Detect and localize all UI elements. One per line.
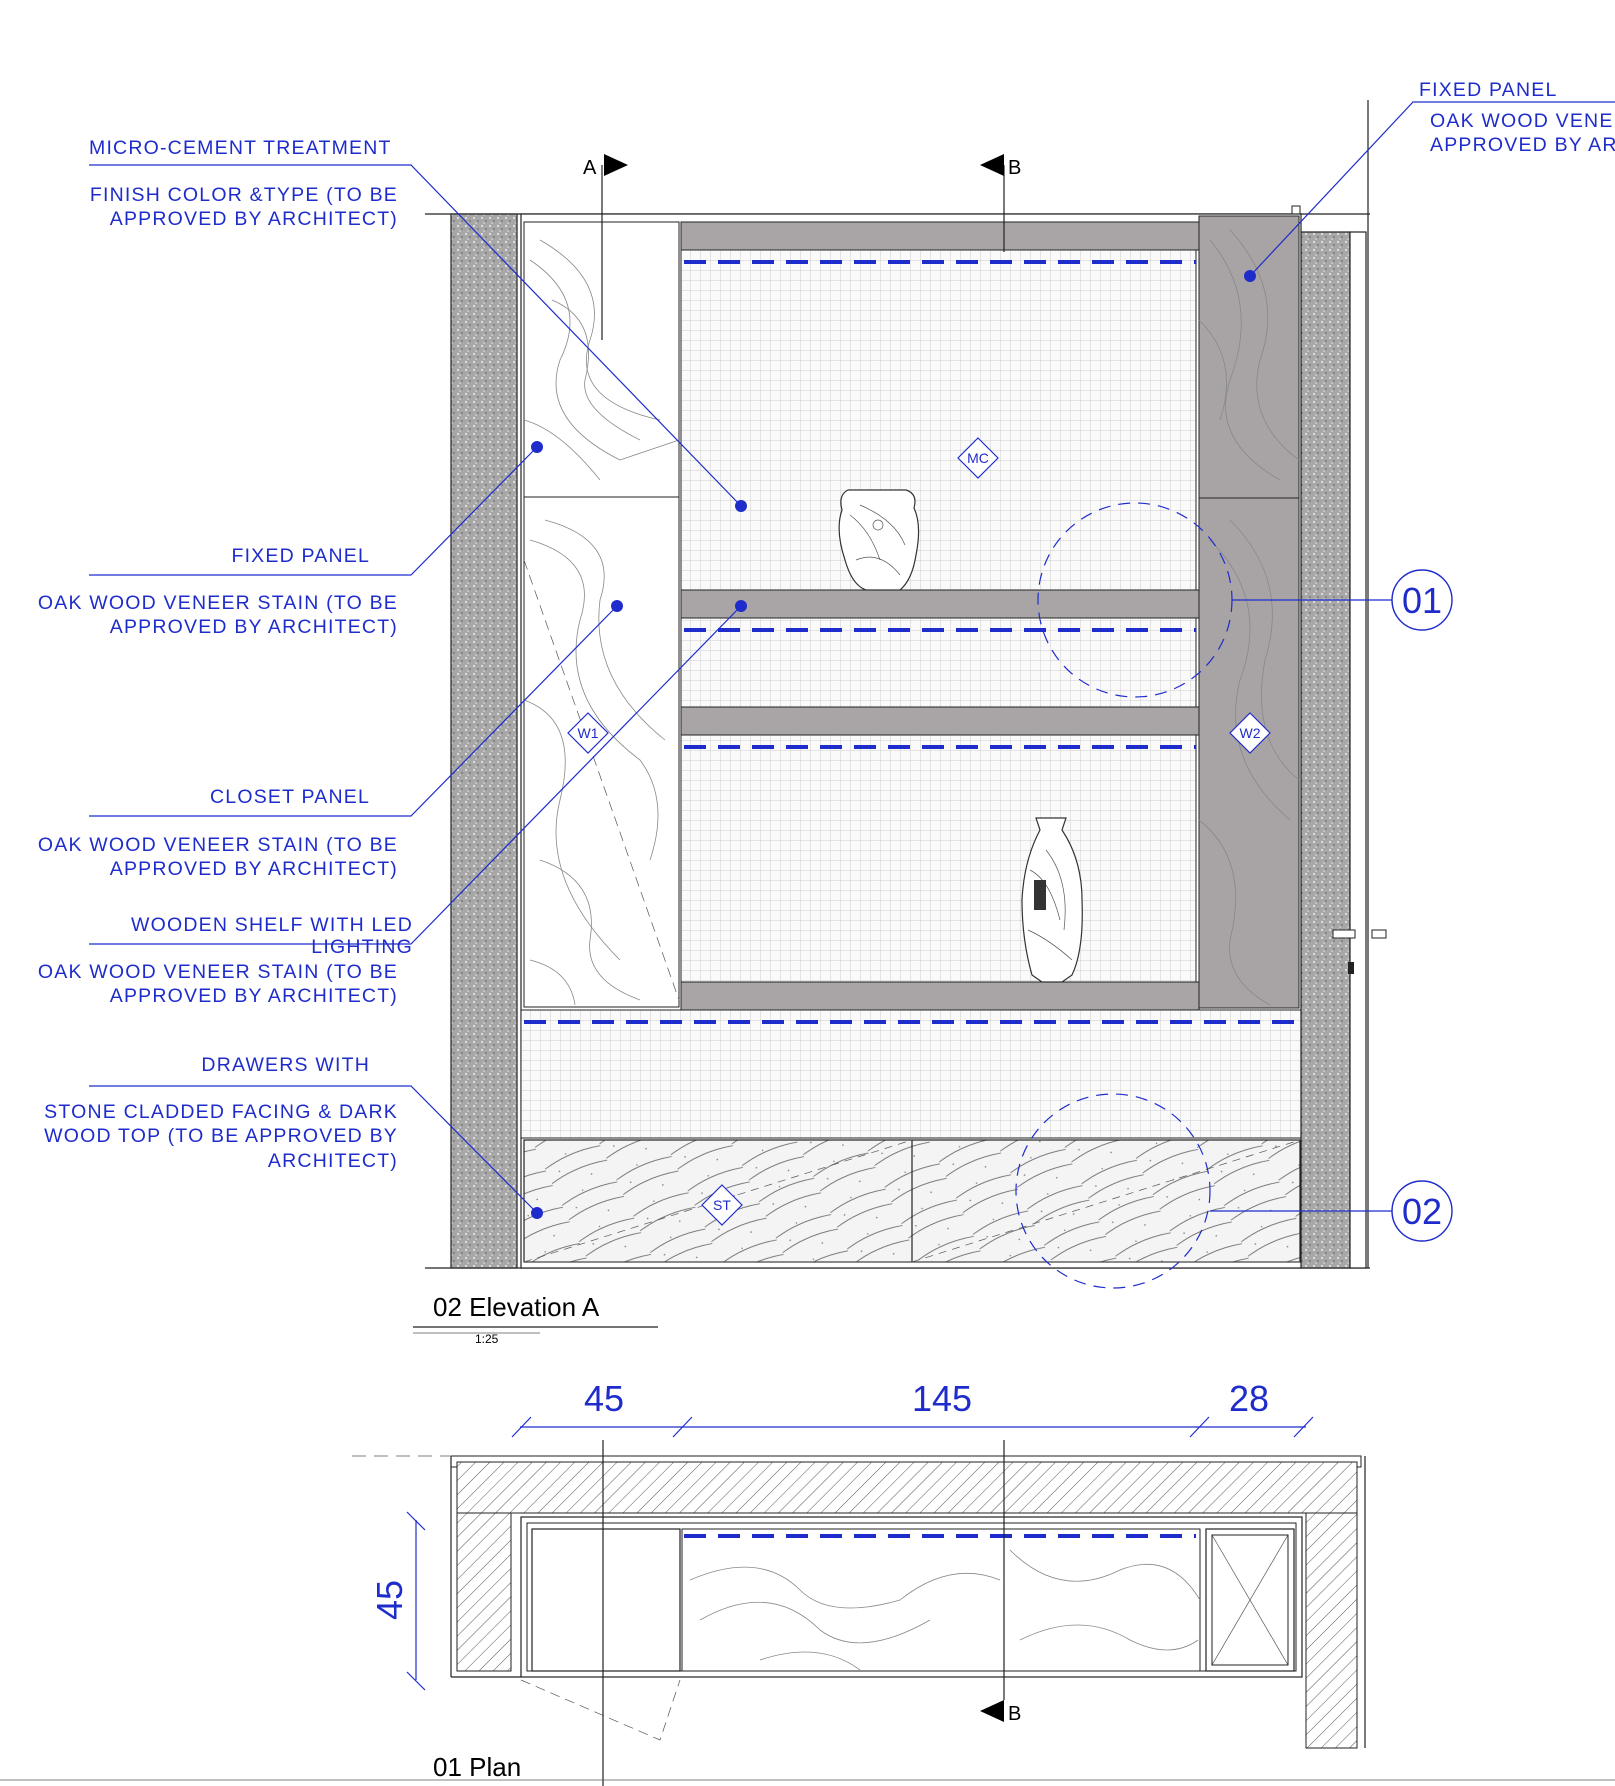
elevation-title: 02 Elevation A — [433, 1292, 600, 1322]
svg-text:FIXED PANEL: FIXED PANEL — [231, 545, 370, 567]
svg-text:MC: MC — [967, 450, 989, 466]
annotation-fixed-panel-left: FIXED PANEL OAK WOOD VENEER STAIN (TO BE… — [38, 441, 543, 638]
wood-grain-left — [523, 239, 680, 1006]
vase-lower — [1021, 817, 1083, 983]
tag-st: ST — [701, 1184, 743, 1226]
svg-text:ST: ST — [713, 1197, 731, 1213]
elevation-scale: 1:25 — [475, 1332, 499, 1346]
svg-text:CLOSET PANEL: CLOSET PANEL — [210, 786, 370, 808]
svg-text:OAK WOOD VENEER STAIN (TO BE: OAK WOOD VENEER STAIN (TO BE — [38, 834, 398, 856]
svg-text:01: 01 — [1402, 580, 1442, 621]
plan-left-cabinet — [531, 1528, 681, 1672]
annotation-fixed-panel-right: FIXED PANEL OAK WOOD VENEE APPROVED BY A… — [1244, 79, 1615, 282]
elevation-a: A B MC W1 W2 ST 01 — [413, 100, 1453, 1346]
plan-view: 45 145 28 45 — [352, 1378, 1366, 1786]
detail-circle-02 — [1015, 1093, 1211, 1289]
svg-text:DRAWERS WITH: DRAWERS WITH — [201, 1054, 370, 1076]
dim-middle: 145 — [912, 1378, 972, 1419]
callout-02[interactable]: 02 — [1391, 1180, 1453, 1242]
svg-text:MICRO-CEMENT TREATMENT: MICRO-CEMENT TREATMENT — [89, 137, 392, 159]
shelf-2 — [680, 706, 1200, 736]
svg-text:APPROVED BY AR: APPROVED BY AR — [1430, 134, 1615, 156]
svg-text:B: B — [1008, 157, 1021, 179]
svg-text:APPROVED BY ARCHITECT): APPROVED BY ARCHITECT) — [110, 985, 398, 1007]
annotation-closet-panel: CLOSET PANEL OAK WOOD VENEER STAIN (TO B… — [38, 600, 623, 880]
plan-shelf — [681, 1528, 1201, 1672]
svg-text:OAK WOOD VENEER STAIN (TO BE: OAK WOOD VENEER STAIN (TO BE — [38, 592, 398, 614]
svg-text:WOODEN SHELF WITH LED: WOODEN SHELF WITH LED — [131, 914, 413, 936]
svg-text:OAK WOOD VENEE: OAK WOOD VENEE — [1430, 110, 1615, 132]
plan-title: 01 Plan — [433, 1752, 521, 1782]
svg-text:W2: W2 — [1240, 725, 1261, 741]
svg-text:STONE CLADDED FACING & DARK: STONE CLADDED FACING & DARK — [44, 1101, 398, 1123]
svg-text:APPROVED BY ARCHITECT): APPROVED BY ARCHITECT) — [110, 858, 398, 880]
plan-back-wall — [456, 1461, 1358, 1514]
annotation-wooden-shelf: WOODEN SHELF WITH LED LIGHTING OAK WOOD … — [38, 600, 747, 1007]
section-mark-a: A — [583, 154, 628, 179]
plan-left-return — [456, 1512, 512, 1672]
svg-text:APPROVED BY ARCHITECT): APPROVED BY ARCHITECT) — [110, 208, 398, 230]
dim-right: 28 — [1229, 1378, 1269, 1419]
section-mark-b: B — [980, 154, 1021, 179]
plan-wood-grain — [689, 1549, 1201, 1671]
vase-upper — [838, 489, 920, 591]
base-tile-band — [520, 1009, 1302, 1139]
bottom-shelf — [680, 981, 1200, 1011]
fixed-panel-right — [1198, 215, 1300, 499]
callout-01[interactable]: 01 — [1391, 569, 1453, 631]
svg-text:ARCHITECT): ARCHITECT) — [268, 1150, 398, 1172]
annotation-micro-cement: MICRO-CEMENT TREATMENT FINISH COLOR &TYP… — [89, 137, 747, 512]
closet-panel-right — [1198, 497, 1300, 1009]
tag-w1: W1 — [567, 712, 609, 754]
closet-panel-left — [523, 496, 680, 1008]
svg-text:OAK WOOD VENEER STAIN (TO BE: OAK WOOD VENEER STAIN (TO BE — [38, 961, 398, 983]
svg-text:APPROVED BY ARCHITECT): APPROVED BY ARCHITECT) — [110, 616, 398, 638]
svg-text:WOOD TOP (TO BE APPROVED BY: WOOD TOP (TO BE APPROVED BY — [44, 1125, 398, 1147]
svg-text:B: B — [1008, 1703, 1021, 1725]
annotation-drawers: DRAWERS WITH STONE CLADDED FACING & DARK… — [44, 1054, 543, 1219]
dim-left: 45 — [584, 1378, 624, 1419]
plan-right-return — [1305, 1512, 1358, 1749]
tag-w2: W2 — [1229, 712, 1271, 754]
svg-text:02: 02 — [1402, 1191, 1442, 1232]
plan-section-mark-b: B — [980, 1700, 1021, 1725]
top-shelf — [680, 221, 1200, 251]
wood-grain-right — [1198, 229, 1300, 1006]
dim-depth: 45 — [369, 1580, 410, 1620]
svg-text:LIGHTING: LIGHTING — [311, 936, 413, 958]
svg-text:FINISH COLOR &TYPE (TO BE: FINISH COLOR &TYPE (TO BE — [90, 184, 398, 206]
svg-text:W1: W1 — [578, 725, 599, 741]
right-wall — [1299, 231, 1351, 1269]
svg-text:A: A — [583, 157, 597, 179]
shelf-1 — [680, 589, 1200, 619]
svg-text:FIXED PANEL: FIXED PANEL — [1419, 79, 1558, 101]
tag-mc: MC — [957, 437, 999, 479]
